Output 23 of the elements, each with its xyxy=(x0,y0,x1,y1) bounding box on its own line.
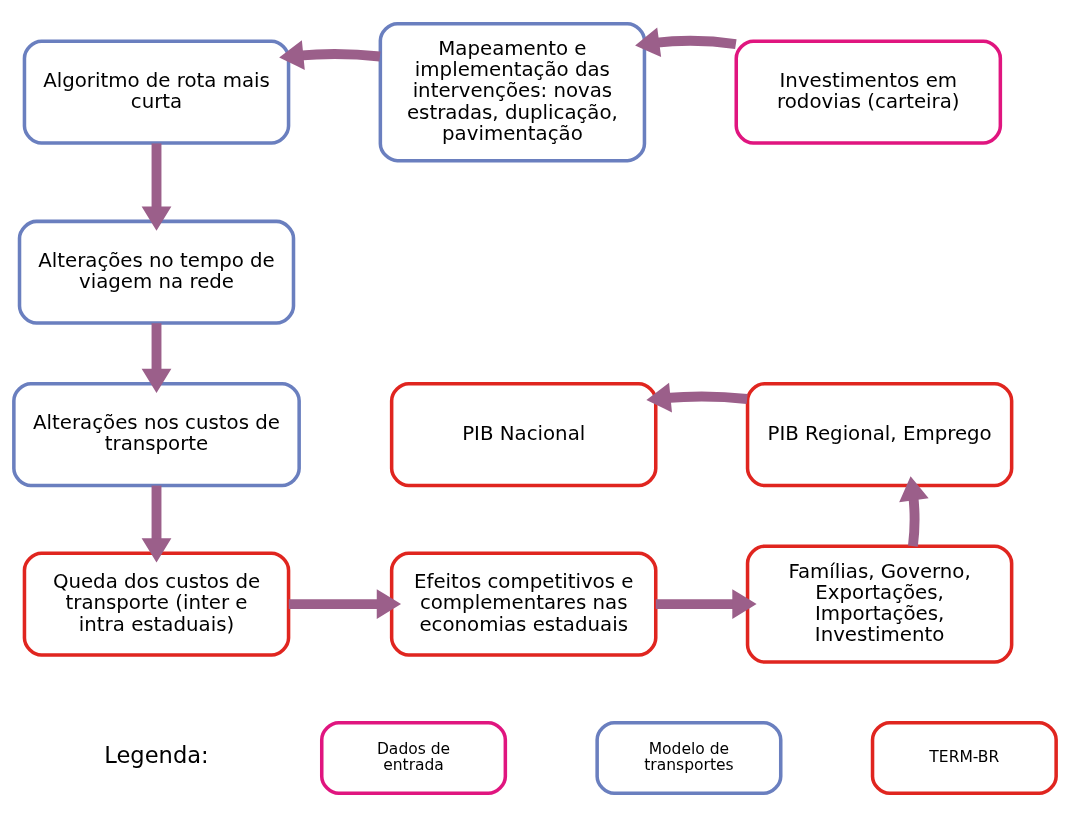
node-box: Alterações no tempo de viagem na rede xyxy=(17,219,296,325)
arrow xyxy=(288,588,402,619)
arrow xyxy=(141,322,172,393)
node-box: Efeitos competitivos e complementares nas economias estaduais xyxy=(389,551,658,657)
arrow xyxy=(646,382,748,412)
node-box: PIB Regional, Emprego xyxy=(745,381,1014,487)
node-box: Queda dos custos de transporte (inter e intra estaduais) xyxy=(22,551,291,657)
node-box: Algoritmo de rota mais curta xyxy=(22,39,291,145)
node-box: PIB Nacional xyxy=(389,381,658,487)
legend-label: Modelo de transportes xyxy=(644,739,734,774)
legend-label: TERM-BR xyxy=(929,747,1000,766)
node-box: Mapeamento e implementação das intervenções: novas estradas, duplicação, pavimentação xyxy=(378,21,647,162)
node-box: Famílias, Governo, Exportações, Importações, Investimento xyxy=(745,543,1014,664)
arrow xyxy=(141,485,172,563)
arrow xyxy=(279,39,381,70)
label: Legenda: xyxy=(104,741,209,768)
arrow xyxy=(655,588,757,619)
legend-label: Dados de entrada xyxy=(376,739,451,774)
node-box: Alterações nos custos de transporte xyxy=(12,381,301,487)
arrow xyxy=(635,26,737,57)
node-box: Investimentos em rodovias (carteira) xyxy=(734,39,1003,145)
arrow xyxy=(899,475,929,547)
arrow xyxy=(141,142,172,231)
